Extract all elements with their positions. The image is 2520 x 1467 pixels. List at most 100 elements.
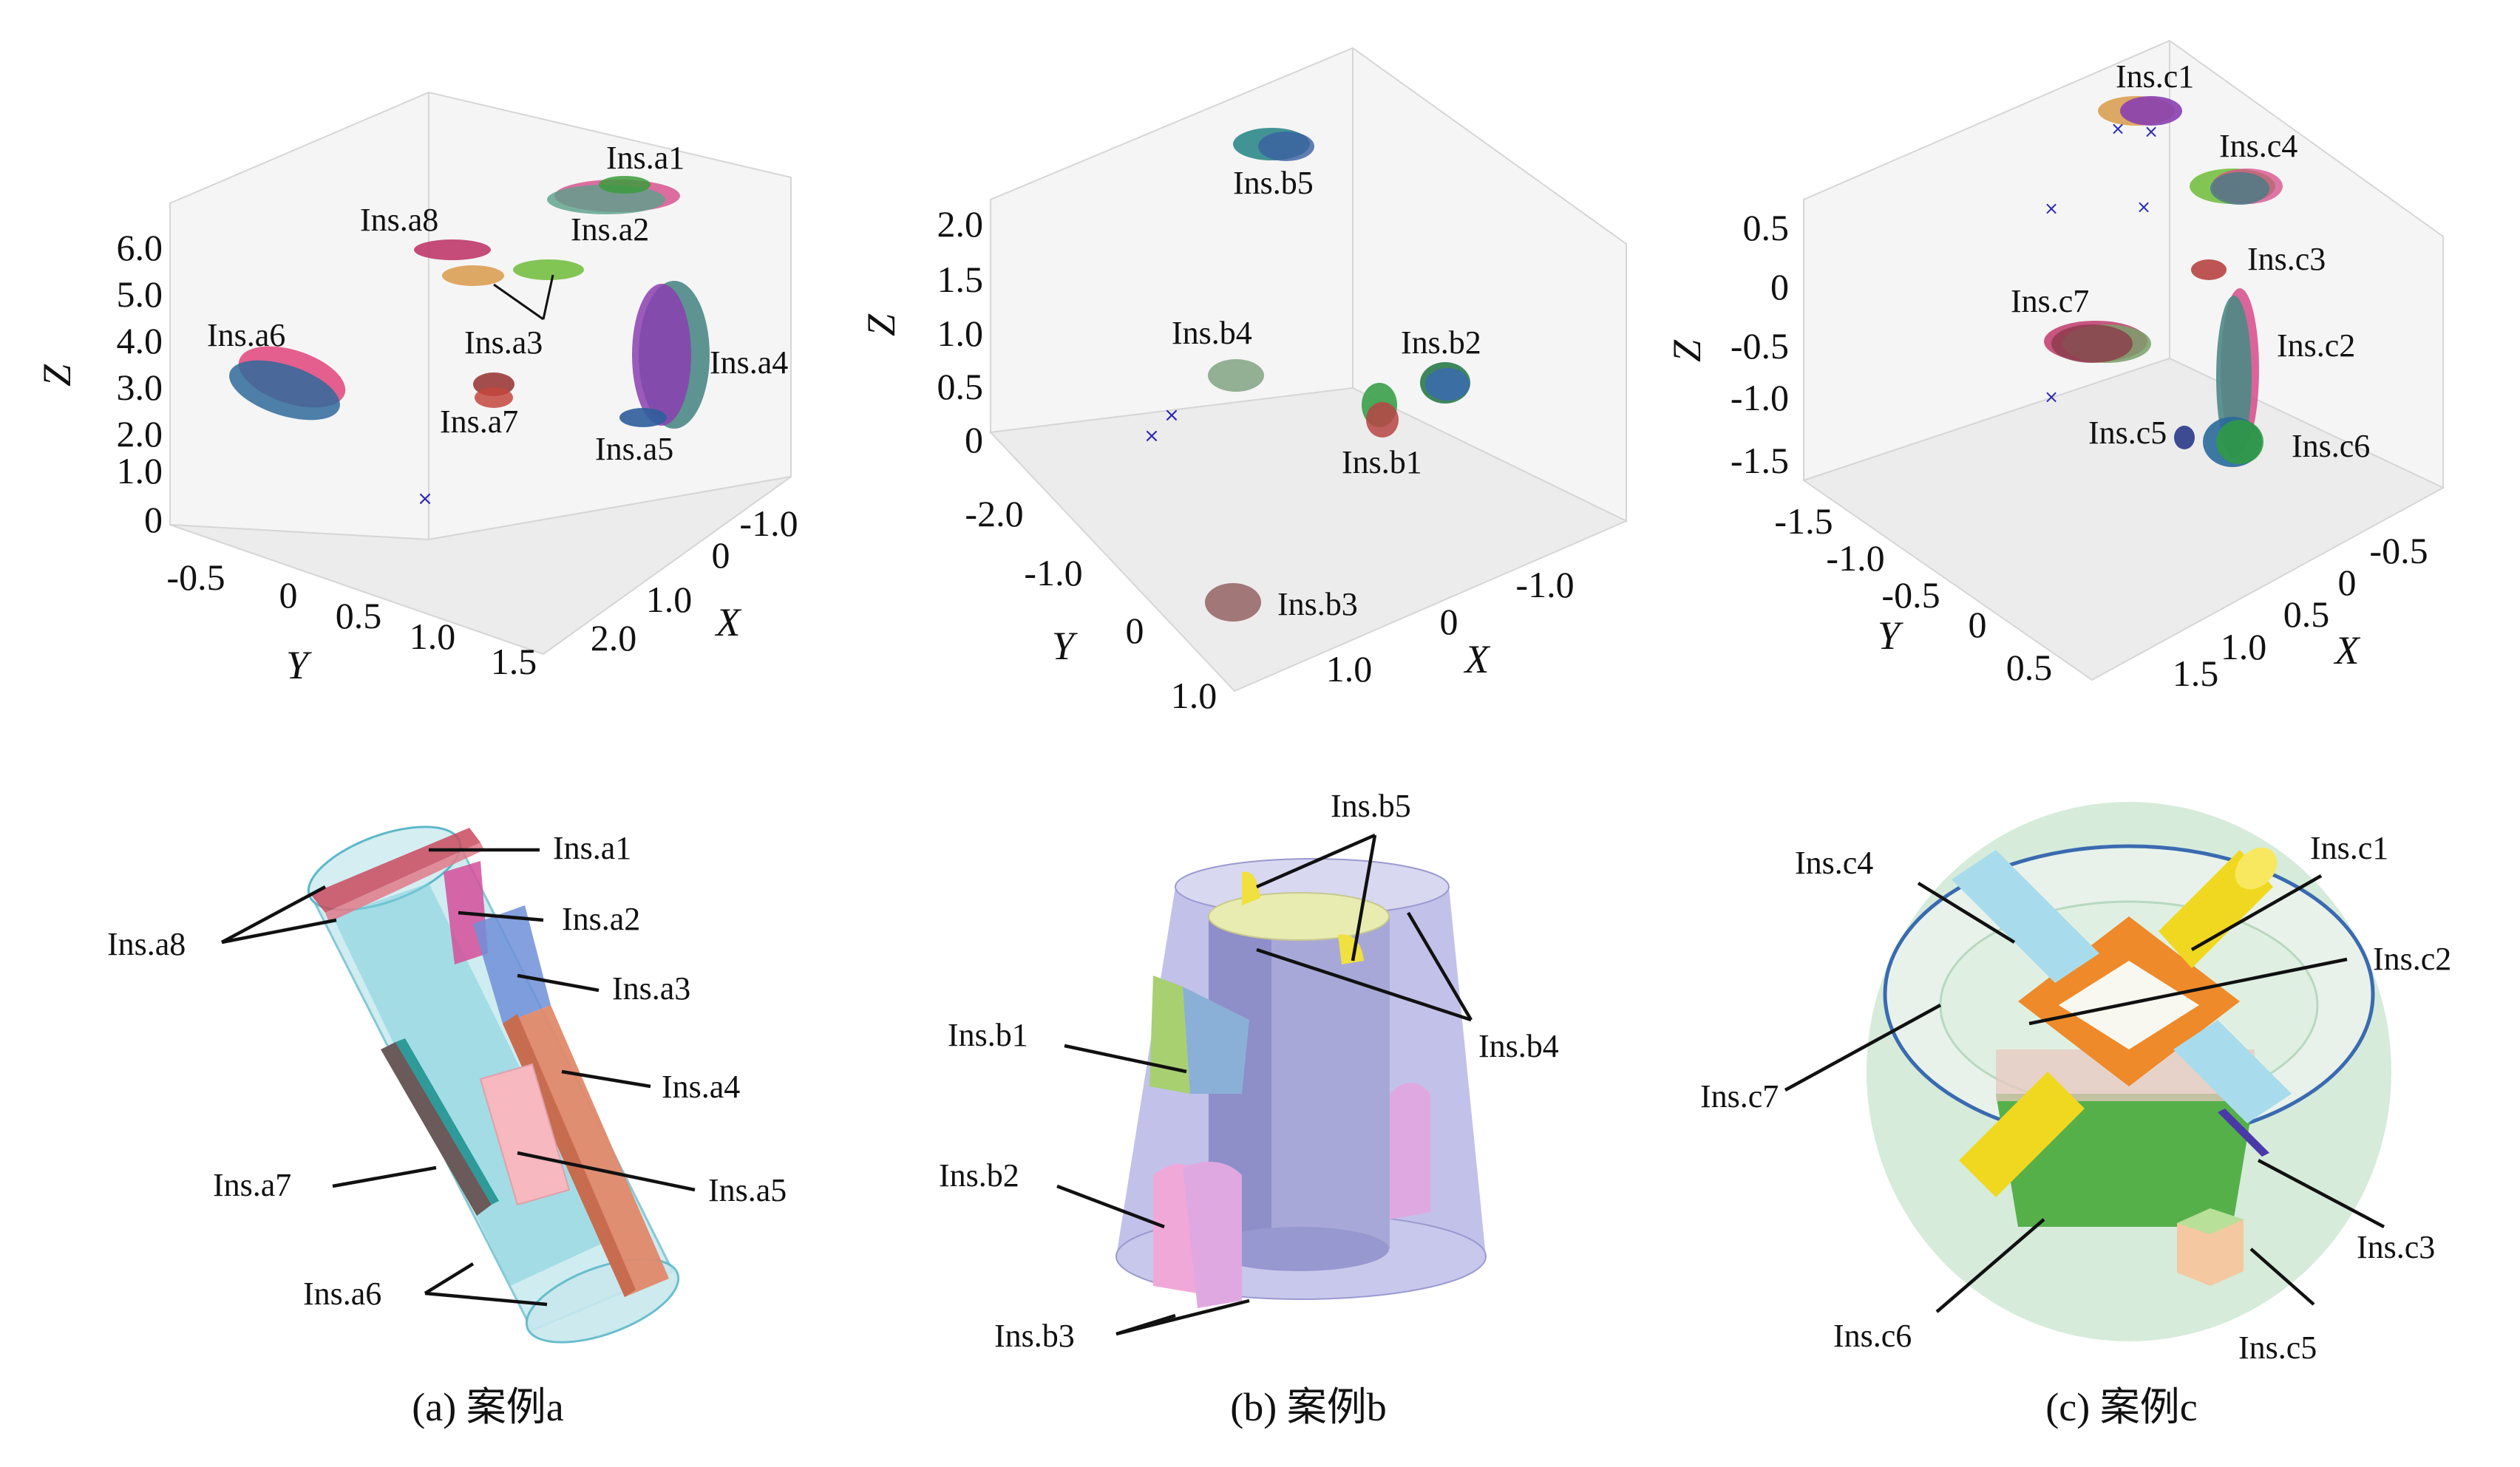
model-label-b5: Ins.b5: [1331, 788, 1411, 824]
plot-c-labels: Ins.c1 Ins.c4 Ins.c3 Ins.c7 Ins.c2 Ins.c…: [2011, 58, 2370, 464]
model-label-a1: Ins.a1: [553, 830, 631, 866]
plot-label-c3: Ins.c3: [2247, 241, 2326, 277]
y-tick: 0: [1969, 604, 1987, 645]
y-tick: 0: [1126, 610, 1144, 651]
model-a-labels: Ins.a1 Ins.a2 Ins.a3 Ins.a8 Ins.a4 Ins.a…: [107, 830, 787, 1312]
z-tick: 0: [1770, 266, 1789, 307]
z-tick: 3.0: [117, 367, 163, 408]
plot-a-y-label: Y: [286, 643, 312, 687]
x-tick: -0.5: [2369, 530, 2428, 571]
plot-a-x-ticks: -1.0 0 1.0 2.0: [591, 503, 798, 658]
model-label-a7: Ins.a7: [213, 1167, 291, 1203]
plot-b-y-label: Y: [1052, 624, 1078, 668]
z-tick: 0: [144, 499, 163, 540]
caption-c: (c) 案例c: [2045, 1385, 2197, 1429]
svg-text:×: ×: [2044, 387, 2059, 407]
z-tick: -1.5: [1731, 440, 1789, 481]
model-label-a8: Ins.a8: [107, 926, 186, 962]
plot-label-b1: Ins.b1: [1342, 444, 1422, 480]
plot-a-z-label: Z: [35, 364, 79, 387]
model-a: Ins.a1 Ins.a2 Ins.a3 Ins.a8 Ins.a4 Ins.a…: [107, 826, 787, 1344]
model-label-a2: Ins.a2: [562, 901, 640, 937]
plot-label-a6: Ins.a6: [207, 317, 285, 353]
plot-label-a5: Ins.a5: [595, 431, 673, 467]
plot-label-a7: Ins.a7: [440, 404, 518, 440]
model-label-c2: Ins.c2: [2373, 941, 2451, 977]
plot-label-a3: Ins.a3: [464, 324, 543, 361]
model-label-c7: Ins.c7: [1700, 1078, 1779, 1114]
z-tick: 0.5: [937, 366, 984, 407]
plot-c: × × × × × 0.5 0 -0.5 -1.0 -1.5 -1.5 -1.0…: [1665, 39, 2445, 694]
y-tick: -0.5: [1881, 574, 1940, 616]
x-tick: 1.5: [2173, 653, 2219, 694]
model-label-a6: Ins.a6: [303, 1276, 381, 1312]
y-tick: 0: [279, 574, 298, 616]
z-tick: 5.0: [117, 273, 163, 315]
plot-c-y-ticks: -1.5 -1.0 -0.5 0 0.5: [1774, 500, 2052, 688]
y-tick: 0.5: [336, 595, 382, 636]
model-label-c3: Ins.c3: [2357, 1229, 2435, 1265]
plot-a-ellipsoids: ×: [229, 176, 710, 510]
z-tick: 0.5: [1743, 207, 1790, 248]
plot-b-y-ticks: -2.0 -1.0 0 1.0: [965, 493, 1217, 716]
z-tick: 0: [965, 419, 983, 460]
y-tick: 1.0: [1171, 675, 1217, 716]
model-label-b2: Ins.b2: [939, 1157, 1019, 1194]
x-tick: 0.5: [2283, 593, 2330, 635]
y-tick: -0.5: [166, 556, 225, 598]
caption-a: (a) 案例a: [412, 1385, 563, 1429]
model-b: Ins.b5 Ins.b1 Ins.b4 Ins.b2 Ins.b3: [939, 788, 1559, 1354]
plot-label-a2: Ins.a2: [571, 211, 649, 248]
z-tick: 2.0: [937, 203, 984, 245]
plot-b-x-ticks: 1.0 0 -1.0: [1326, 564, 1575, 690]
model-b-labels: Ins.b5 Ins.b1 Ins.b4 Ins.b2 Ins.b3: [939, 788, 1559, 1354]
model-label-b4: Ins.b4: [1478, 1028, 1559, 1064]
plot-label-a1: Ins.a1: [606, 140, 685, 176]
plot-label-c4: Ins.c4: [2219, 128, 2297, 164]
z-tick: 1.0: [937, 313, 984, 354]
model-label-c6: Ins.c6: [1833, 1318, 1912, 1354]
model-label-a3: Ins.a3: [612, 970, 690, 1007]
y-tick: 1.5: [491, 641, 537, 682]
plot-label-c2: Ins.c2: [2277, 327, 2355, 364]
y-tick: -1.0: [1024, 552, 1082, 593]
svg-text:×: ×: [2044, 198, 2059, 219]
plot-a-z-ticks: 6.0 5.0 4.0 3.0 2.0 1.0 0: [117, 227, 163, 540]
plot-b-labels: Ins.b5 Ins.b4 Ins.b2 Ins.b1 Ins.b3: [1172, 165, 1481, 622]
caption-b: (b) 案例b: [1230, 1385, 1386, 1429]
z-tick: 6.0: [117, 227, 163, 268]
plot-label-b5: Ins.b5: [1233, 165, 1314, 201]
model-label-c4: Ins.c4: [1795, 845, 1873, 881]
plot-b: × × 2.0 1.5 1.0 0.5 0 -2.0 -1.0 0 1.0 1.…: [859, 47, 1629, 716]
plot-label-c7: Ins.c7: [2011, 283, 2089, 319]
plot-c-ellipsoids: × × × × ×: [2044, 96, 2283, 467]
svg-text:×: ×: [2136, 197, 2151, 217]
plot-a-label-leaders: [493, 274, 554, 321]
plot-b-x-label: X: [1464, 637, 1491, 681]
plot-label-b4: Ins.b4: [1172, 315, 1252, 351]
y-tick: -1.5: [1774, 500, 1833, 542]
model-label-c5: Ins.c5: [2238, 1330, 2317, 1366]
x-tick: 1.0: [1326, 648, 1373, 690]
z-tick: -1.0: [1731, 377, 1789, 418]
plot-c-x-ticks: -0.5 0 0.5 1.0 1.5: [2173, 530, 2428, 694]
z-tick: 2.0: [117, 413, 163, 455]
svg-text:×: ×: [417, 488, 433, 510]
z-tick: 4.0: [117, 320, 163, 361]
z-tick: 1.0: [117, 450, 163, 491]
y-tick: 1.0: [410, 616, 456, 657]
plot-c-y-label: Y: [1878, 613, 1903, 658]
x-tick: 1.0: [646, 579, 693, 620]
plot-label-c1: Ins.c1: [2116, 58, 2194, 95]
x-tick: 0: [1440, 601, 1458, 642]
model-c: Ins.c4 Ins.c1 Ins.c2 Ins.c7 Ins.c3 Ins.c…: [1700, 802, 2451, 1366]
z-tick: 1.5: [937, 259, 984, 300]
model-label-a5: Ins.a5: [708, 1172, 787, 1208]
plot-a-labels: Ins.a1 Ins.a2 Ins.a8 Ins.a3 Ins.a6 Ins.a…: [207, 140, 788, 467]
svg-text:×: ×: [1164, 404, 1180, 426]
plot-a-y-ticks: -0.5 0 0.5 1.0 1.5: [166, 556, 537, 682]
x-tick: 2.0: [591, 617, 637, 658]
model-label-a4: Ins.a4: [662, 1069, 740, 1105]
plot-label-c6: Ins.c6: [2292, 428, 2370, 464]
